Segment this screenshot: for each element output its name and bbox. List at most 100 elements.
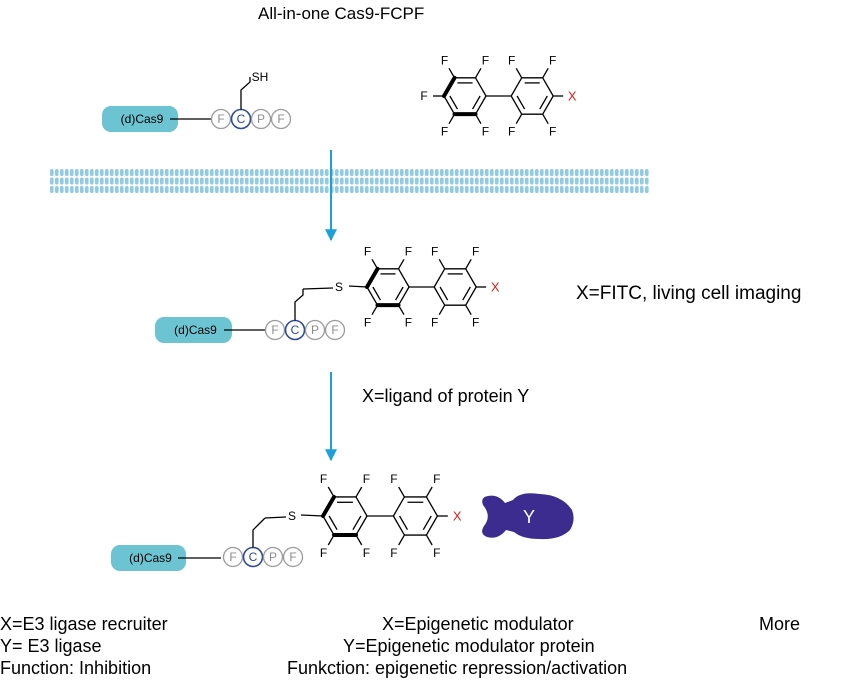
epi-function-label: Funkction: epigenetic repression/activat… [287, 658, 628, 678]
peptide-residue [282, 546, 304, 568]
membrane-lipid [170, 186, 174, 193]
membrane-lipid [210, 169, 214, 176]
membrane-lipid [525, 186, 529, 193]
membrane-lipid [545, 169, 549, 176]
membrane-lipid [585, 169, 589, 176]
membrane-lipid [80, 177, 84, 185]
ring-bond [510, 95, 523, 115]
c-f-bond [438, 258, 446, 270]
ligand-caption: X=ligand of protein Y [362, 386, 530, 406]
membrane-lipid [65, 177, 69, 185]
fluorine-atom: F [482, 54, 489, 68]
membrane-lipid [365, 177, 369, 185]
membrane-lipid [395, 169, 399, 176]
ring-bond [433, 286, 446, 306]
membrane-lipid [505, 177, 509, 185]
membrane-lipid [485, 177, 489, 185]
membrane-lipid [65, 169, 69, 176]
membrane-lipid [70, 186, 74, 193]
membrane-lipid [70, 177, 74, 185]
e3-function-label: Function: Inhibition [0, 658, 152, 678]
membrane-lipid [565, 177, 569, 185]
membrane-lipid [535, 169, 539, 176]
membrane-lipid [450, 186, 454, 193]
membrane-lipid [220, 186, 224, 193]
membrane-lipid [605, 186, 609, 193]
membrane-lipid [515, 177, 519, 185]
ring-bond [392, 496, 405, 517]
peptide-residue [304, 319, 326, 341]
membrane-lipid [495, 177, 499, 185]
membrane-lipid [120, 186, 124, 193]
membrane-lipid [500, 169, 504, 176]
membrane-lipid [180, 169, 184, 176]
s-linker-bond [264, 516, 287, 519]
membrane-lipid [435, 169, 439, 176]
membrane-lipid [60, 169, 64, 176]
epi-x-label: X=Epigenetic modulator [382, 614, 574, 634]
membrane-lipid [300, 186, 304, 193]
membrane-lipid [630, 169, 634, 176]
c-f-bond [425, 534, 433, 546]
membrane-lipid [455, 177, 459, 185]
fluorine-atom: F [320, 546, 327, 560]
membrane-lipid [455, 186, 459, 193]
membrane-lipid [630, 177, 634, 185]
membrane-lipid [285, 177, 289, 185]
membrane-lipid [420, 177, 424, 185]
peptide-residue [250, 108, 272, 130]
thioether-linker [252, 517, 266, 548]
membrane-lipid [190, 186, 194, 193]
membrane-lipid [410, 177, 414, 185]
membrane-lipid [375, 177, 379, 185]
membrane-lipid [475, 186, 479, 193]
c-f-bond [448, 113, 456, 125]
membrane-lipid [235, 186, 239, 193]
membrane-lipid [145, 169, 149, 176]
membrane-lipid [135, 186, 139, 193]
fluorine-atom: F [363, 472, 370, 486]
membrane-lipid [615, 169, 619, 176]
membrane-lipid [550, 186, 554, 193]
membrane-lipid [560, 169, 564, 176]
membrane-lipid [595, 169, 599, 176]
membrane-lipid [590, 186, 594, 193]
ring-double-bond [471, 95, 481, 110]
membrane-lipid [465, 169, 469, 176]
peptide-residue-label: F [229, 550, 236, 564]
membrane-lipid [160, 177, 164, 185]
membrane-lipid [340, 186, 344, 193]
membrane-lipid [250, 169, 254, 176]
fluorine-atom: F [364, 315, 371, 329]
peptide-residue-label: C [291, 323, 300, 337]
fluorine-atom: F [508, 54, 515, 68]
membrane-lipid [255, 177, 259, 185]
membrane-lipid [185, 186, 189, 193]
membrane-lipid [475, 177, 479, 185]
ring-bond [355, 515, 368, 536]
membrane-lipid [570, 177, 574, 185]
c-f-bond [448, 67, 456, 79]
membrane-lipid [335, 186, 339, 193]
membrane-lipid [485, 186, 489, 193]
ring-bond [510, 77, 523, 97]
membrane-lipid [160, 186, 164, 193]
thioether-linker [294, 289, 304, 321]
c-f-bond [355, 534, 363, 546]
membrane-lipid [315, 186, 319, 193]
peptide-residue-label: F [271, 323, 278, 337]
membrane-lipid [120, 177, 124, 185]
membrane-lipid [550, 177, 554, 185]
membrane-lipid [220, 169, 224, 176]
membrane-lipid [275, 186, 279, 193]
membrane-lipid [605, 177, 609, 185]
c-f-bond [465, 304, 472, 316]
membrane-lipid [535, 177, 539, 185]
membrane-lipid [440, 177, 444, 185]
membrane-lipid [230, 177, 234, 185]
membrane-lipid [635, 169, 639, 176]
membrane-lipid [625, 186, 629, 193]
c-f-bond [542, 67, 549, 79]
ring-bond [366, 286, 379, 306]
